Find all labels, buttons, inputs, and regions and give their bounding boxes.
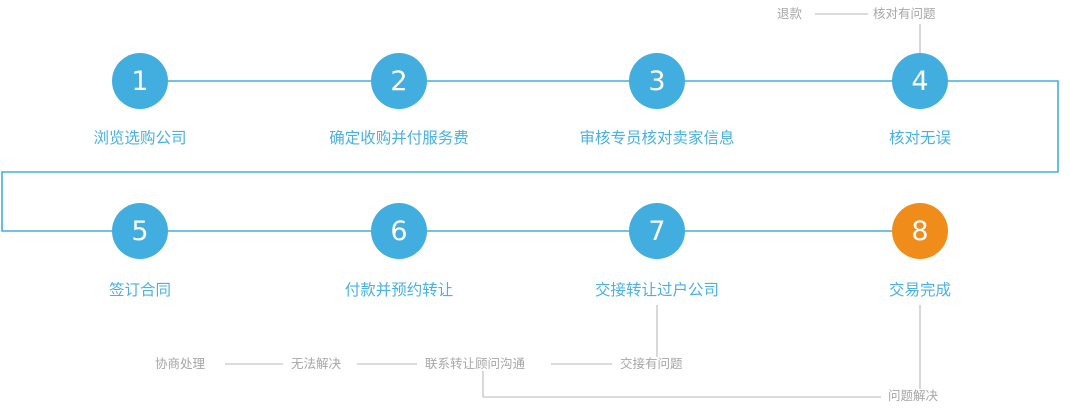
step-node-3[interactable]: 3 — [629, 53, 685, 109]
step-node-1[interactable]: 1 — [112, 53, 168, 109]
step-number-4: 4 — [911, 65, 929, 97]
annotation-unresolvable: 无法解决 — [291, 356, 342, 371]
annot-connector-advisor-to-problem-resolved — [482, 371, 881, 398]
step-label-2: 确定收购并付服务费 — [329, 129, 469, 147]
step-number-8: 8 — [911, 215, 929, 247]
step-number-1: 1 — [131, 65, 149, 97]
step-node-4[interactable]: 4 — [892, 53, 948, 109]
step-node-6[interactable]: 6 — [371, 203, 427, 259]
step-node-2[interactable]: 2 — [371, 53, 427, 109]
step-number-5: 5 — [131, 215, 149, 247]
step-number-2: 2 — [390, 65, 408, 97]
step-number-6: 6 — [390, 215, 408, 247]
step-label-6: 付款并预约转让 — [344, 281, 454, 299]
annotation-check-problem: 核对有问题 — [873, 6, 936, 21]
connector-4-to-5-wrap — [1, 80, 1059, 232]
annotation-contact-advisor: 联系转让顾问沟通 — [425, 356, 526, 371]
annotation-handover-problem: 交接有问题 — [620, 356, 683, 371]
annotation-refund: 退款 — [777, 6, 803, 21]
step-node-8[interactable]: 8 — [892, 203, 948, 259]
step-label-3: 审核专员核对卖家信息 — [579, 129, 735, 147]
step-number-3: 3 — [648, 65, 666, 97]
step-label-1: 浏览选购公司 — [93, 129, 187, 147]
step-label-8: 交易完成 — [888, 281, 952, 299]
annotation-negotiate: 协商处理 — [155, 356, 206, 371]
step-node-5[interactable]: 5 — [112, 203, 168, 259]
step-label-4: 核对无误 — [888, 129, 952, 147]
step-node-7[interactable]: 7 — [629, 203, 685, 259]
annotation-problem-resolved: 问题解决 — [888, 388, 939, 403]
step-number-7: 7 — [648, 215, 666, 247]
step-label-7: 交接转让过户公司 — [594, 281, 720, 299]
step-label-5: 签订合同 — [108, 281, 172, 299]
